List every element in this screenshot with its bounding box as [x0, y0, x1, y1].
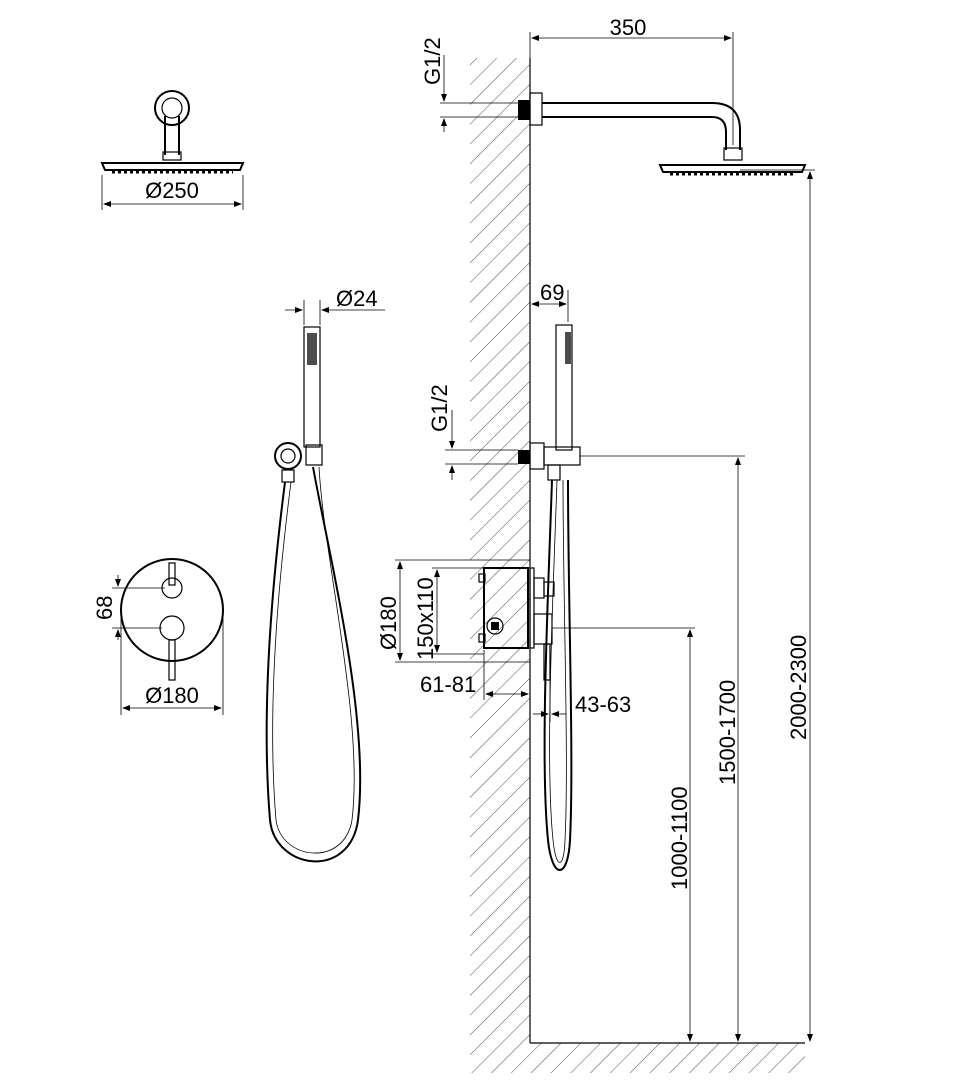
mixer-box-side	[478, 567, 555, 681]
plate-side-diameter-label: Ø180	[376, 596, 401, 650]
head-height-label: 2000-2300	[786, 635, 811, 740]
hand-shower-diameter-label: Ø24	[336, 286, 378, 311]
handle-spacing-dimension: 68	[92, 575, 165, 640]
trim-depth-label: 43-63	[575, 692, 631, 717]
plate-front-diameter-label: Ø180	[145, 683, 199, 708]
plate-side-diameter-dimension: Ø180	[376, 559, 530, 663]
plate-front-diameter-dimension: Ø180	[120, 615, 224, 715]
wall-section	[470, 58, 805, 1073]
head-diameter-dimension: Ø250	[101, 175, 244, 210]
top-inlet-dimension: G1/2	[420, 37, 518, 132]
holder-height-dimension: 1500-1700	[580, 455, 745, 1042]
trim-depth-dimension: 43-63	[533, 680, 631, 722]
handle-spacing-label: 68	[92, 596, 117, 620]
mixer-height-dimension: 1000-1100	[552, 627, 695, 1042]
bottom-inlet-dimension: G1/2	[427, 384, 518, 480]
top-inlet-label: G1/2	[420, 37, 445, 85]
head-height-dimension: 2000-2300	[740, 169, 815, 1042]
bottom-inlet-label: G1/2	[427, 384, 452, 432]
arm-length-label: 350	[610, 15, 647, 40]
mixer-plate-front	[120, 558, 224, 681]
head-diameter-label: Ø250	[145, 178, 199, 203]
hand-shower-front	[265, 326, 362, 863]
arm-length-dimension: 350	[529, 15, 734, 145]
box-depth-label: 61-81	[420, 672, 476, 697]
hand-shower-diameter-dimension: Ø24	[285, 286, 385, 325]
box-depth-dimension: 61-81	[420, 650, 531, 700]
shower-arm-side-view	[518, 92, 807, 176]
holder-offset-dimension: 69	[529, 280, 569, 330]
mixer-height-label: 1000-1100	[667, 786, 692, 890]
holder-height-label: 1500-1700	[715, 680, 740, 785]
box-size-dimension: 150x110	[413, 567, 484, 660]
box-size-label: 150x110	[413, 577, 438, 660]
shower-head-top-view	[100, 90, 245, 174]
holder-offset-label: 69	[540, 280, 564, 305]
